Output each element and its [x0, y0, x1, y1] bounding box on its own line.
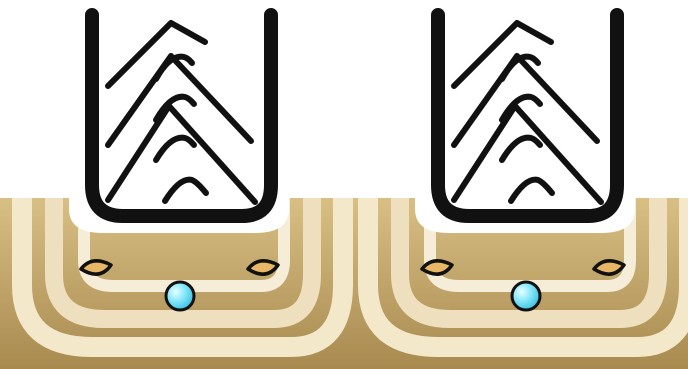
- right-container-with-chevrons-icon: [431, 8, 624, 223]
- left-water-droplet-icon: [164, 280, 196, 312]
- left-inner-arc-3: [153, 134, 197, 163]
- right-inner-arc-4: [508, 176, 555, 204]
- left-outer-band: [12, 198, 353, 357]
- left-inner-arc-1: [153, 53, 195, 82]
- right-inner-arc-2: [499, 93, 543, 123]
- left-chevron-2: [105, 53, 254, 148]
- left-middle-band: [45, 198, 321, 328]
- left-chevron-1: [105, 20, 208, 89]
- right-container-outline: [431, 8, 624, 223]
- right-outer-band: [358, 198, 688, 357]
- left-figure: [12, 8, 353, 357]
- right-seed-icon-1: [420, 259, 454, 276]
- left-seed-icon-1: [79, 259, 113, 276]
- left-inner-arc-2: [153, 93, 197, 123]
- left-seed-icon-2: [246, 259, 280, 276]
- right-chevron-1: [451, 20, 554, 89]
- right-middle-band: [391, 198, 667, 328]
- left-container-with-chevrons-icon: [85, 8, 278, 223]
- left-container-outline: [85, 8, 278, 223]
- right-seed-icon-2: [592, 259, 626, 276]
- right-water-droplet-icon: [510, 280, 542, 312]
- right-inner-arc-3: [499, 134, 543, 163]
- right-chevron-2: [451, 53, 600, 148]
- right-inner-arc-1: [499, 53, 541, 82]
- right-figure: [358, 8, 688, 357]
- left-inner-arc-4: [162, 176, 209, 204]
